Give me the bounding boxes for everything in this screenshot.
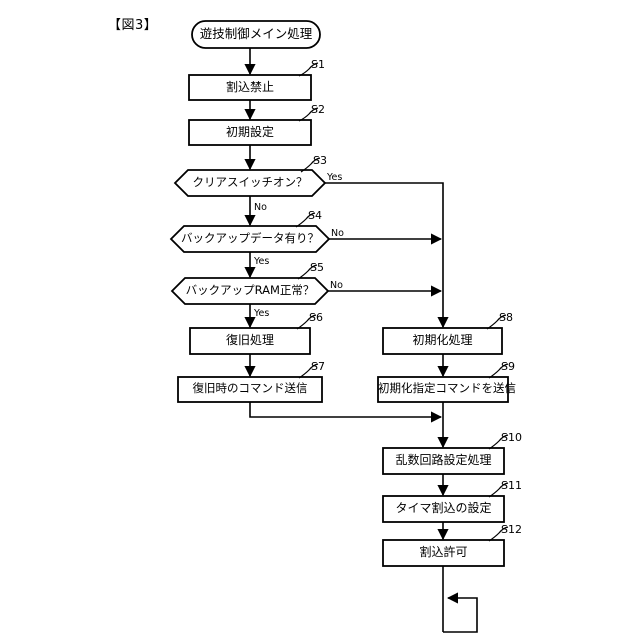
step-tag-s8: S8 xyxy=(499,311,513,324)
step-tag-s6: S6 xyxy=(309,311,323,324)
step-tag-s1: S1 xyxy=(311,58,325,71)
leader-s10 xyxy=(488,434,509,450)
edge-label-s5-yes: Yes xyxy=(254,308,270,319)
node-s7-shape xyxy=(177,376,323,403)
node-s12-shape xyxy=(382,539,505,567)
node-s11-shape xyxy=(382,495,505,523)
leader-s8 xyxy=(486,314,507,330)
leader-s5 xyxy=(297,264,318,280)
leader-s12 xyxy=(488,526,509,542)
node-start-shape xyxy=(191,20,321,49)
node-s10-shape xyxy=(382,447,505,475)
edge-label-s4-yes: Yes xyxy=(254,256,270,267)
step-tag-s7: S7 xyxy=(311,360,325,373)
step-tag-s4: S4 xyxy=(308,209,322,222)
step-tag-s5: S5 xyxy=(310,261,324,274)
edge-s7-to-merge xyxy=(249,402,443,423)
leader-s9 xyxy=(488,363,509,379)
step-tag-s12: S12 xyxy=(501,523,522,536)
node-s6-shape xyxy=(189,327,311,355)
node-s8-shape xyxy=(382,327,503,355)
step-tag-s11: S11 xyxy=(501,479,522,492)
step-tag-s2: S2 xyxy=(311,103,325,116)
leader-s2 xyxy=(298,107,319,122)
node-s5-shape xyxy=(170,277,330,305)
edge-label-s3-yes: Yes xyxy=(327,172,343,183)
leader-s7 xyxy=(298,363,319,379)
step-tag-s10: S10 xyxy=(501,431,522,444)
node-s3-shape xyxy=(173,169,327,197)
node-s4-shape xyxy=(169,225,331,253)
leader-s6 xyxy=(296,314,317,330)
node-s2-shape xyxy=(188,119,312,146)
node-s1-shape xyxy=(188,74,312,101)
edge-label-s3-no: No xyxy=(254,202,267,213)
edge-label-s5-no: No xyxy=(330,280,343,291)
leader-s3 xyxy=(300,157,321,173)
leader-s11 xyxy=(488,482,509,498)
figure-label: 【図3】 xyxy=(108,18,158,33)
leader-s4 xyxy=(295,212,316,228)
edge-s3-yes-trunk xyxy=(325,182,449,329)
step-tag-s3: S3 xyxy=(313,154,327,167)
step-tag-s9: S9 xyxy=(501,360,515,373)
leader-s1 xyxy=(298,62,319,77)
edge-loopback xyxy=(443,592,478,633)
edge-label-s4-no: No xyxy=(331,228,344,239)
node-s9-shape xyxy=(377,376,509,403)
